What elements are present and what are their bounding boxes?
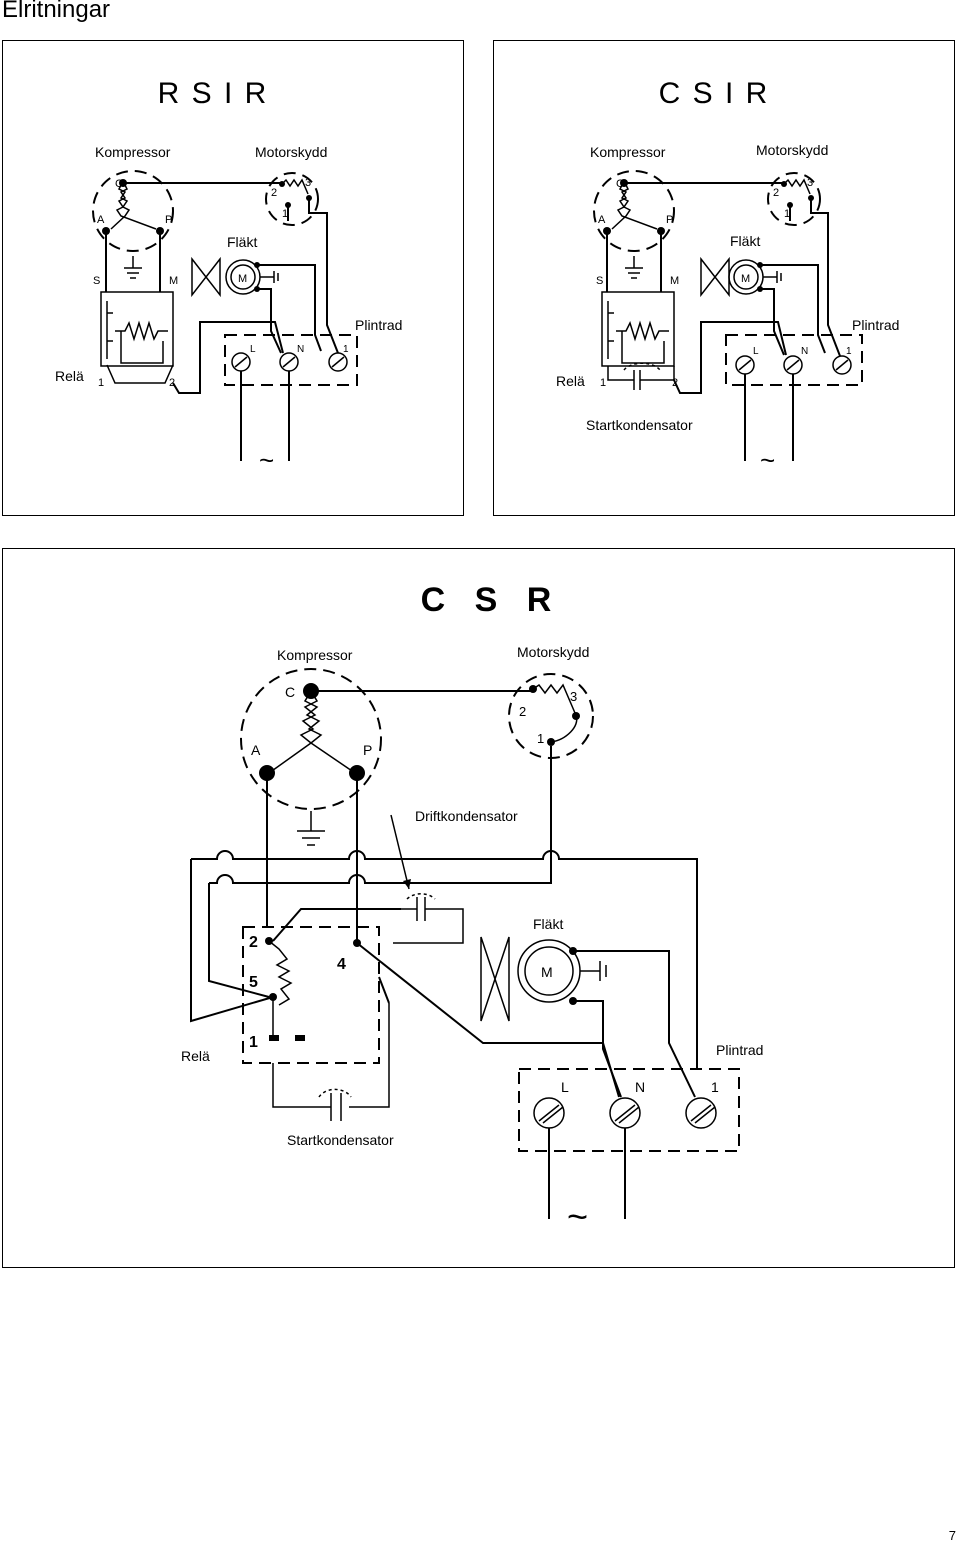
terminal-c: C [616, 178, 624, 190]
term-1: 1 [343, 344, 349, 355]
terminal-a: A [97, 214, 105, 226]
mp-2: 2 [773, 187, 779, 199]
relay-2: 2 [169, 377, 175, 389]
terminal-s: S [93, 275, 100, 287]
terminal-s: S [596, 275, 603, 287]
mp-1: 1 [282, 208, 288, 220]
term-n: N [801, 346, 808, 357]
term-n: N [635, 1079, 645, 1095]
relay-symbol: 1 2 [600, 291, 678, 389]
terminal-block-symbol: L N 1 [224, 334, 358, 386]
compressor-label: Kompressor [277, 647, 353, 663]
rsir-panel: R S I R Kompressor Motorskydd Fläkt Plin… [2, 40, 464, 516]
relay-label: Relä [556, 373, 585, 389]
terminal-c: C [115, 178, 123, 190]
csr-title: C S R [421, 581, 562, 619]
fan-label: Fläkt [730, 233, 760, 249]
mp-1: 1 [784, 208, 790, 220]
motor-protector-label: Motorskydd [517, 644, 589, 660]
relay-1: 1 [98, 377, 104, 389]
csir-title: C S I R [659, 77, 770, 110]
rsir-title: R S I R [158, 77, 269, 110]
compressor-symbol: C A P [92, 170, 174, 279]
terminal-c: C [285, 684, 295, 700]
fan-symbol: M [191, 256, 279, 298]
fan-motor-m: M [541, 964, 553, 980]
term-l: L [561, 1079, 569, 1095]
mp-2: 2 [271, 187, 277, 199]
run-capacitor-symbol [390, 814, 464, 944]
mp-1: 1 [537, 731, 544, 746]
terminal-m: M [169, 275, 178, 287]
relay-1: 1 [600, 377, 606, 389]
start-capacitor-label: Startkondensator [586, 417, 693, 433]
terminal-block-label: Plintrad [716, 1042, 763, 1058]
start-capacitor-symbol [272, 1003, 390, 1121]
terminal-m: M [670, 275, 679, 287]
term-n: N [297, 344, 304, 355]
start-capacitor-label: Startkondensator [287, 1132, 394, 1148]
motor-protector-label: Motorskydd [255, 144, 327, 160]
mp-2: 2 [519, 704, 526, 719]
fan-motor-m: M [238, 273, 247, 285]
term-l: L [250, 344, 256, 355]
run-capacitor-label: Driftkondensator [415, 808, 518, 824]
term-l: L [753, 346, 759, 357]
terminal-block-label: Plintrad [355, 317, 402, 333]
compressor-label: Kompressor [590, 144, 666, 160]
mp-3: 3 [305, 177, 311, 189]
terminal-block-symbol: L N 1 [518, 1068, 740, 1152]
fan-label: Fläkt [227, 234, 257, 250]
relay-1: 1 [249, 1034, 258, 1051]
terminal-block-symbol: L N 1 [725, 334, 863, 386]
fan-motor-m: M [741, 273, 750, 285]
csir-panel: C S I R Kompressor Motorskydd Fläkt Plin… [493, 40, 955, 516]
term-1: 1 [846, 346, 852, 357]
csr-diagram: C S R Kompressor Motorskydd Driftkondens… [181, 581, 763, 1237]
ac-symbol: ~ [760, 445, 775, 475]
fan-symbol: M [480, 936, 607, 1022]
terminal-p: P [363, 742, 372, 758]
terminal-a: A [251, 742, 261, 758]
terminal-a: A [598, 214, 606, 226]
relay-symbol: 1 2 [98, 291, 175, 389]
term-1: 1 [711, 1079, 719, 1095]
terminal-p: P [666, 214, 673, 226]
motor-protector-label: Motorskydd [756, 142, 828, 158]
relay-label: Relä [181, 1048, 210, 1064]
mp-3: 3 [570, 689, 577, 704]
terminal-p: P [165, 214, 172, 226]
mp-3: 3 [807, 177, 813, 189]
fan-label: Fläkt [533, 916, 563, 932]
relay-4: 4 [337, 956, 346, 973]
relay-2: 2 [249, 934, 258, 951]
ac-symbol: ~ [567, 1196, 588, 1237]
csr-panel: C S R Kompressor Motorskydd Driftkondens… [2, 548, 955, 1268]
motor-protector-symbol: 2 3 1 [265, 172, 319, 226]
motor-protector-symbol: 2 3 1 [767, 172, 821, 226]
ac-symbol: ~ [259, 445, 274, 475]
start-capacitor-symbol [607, 362, 675, 390]
rsir-diagram: R S I R Kompressor Motorskydd Fläkt Plin… [55, 77, 402, 475]
relay-5: 5 [249, 974, 258, 991]
compressor-label: Kompressor [95, 144, 171, 160]
page-title: Elritningar [2, 0, 111, 23]
compressor-symbol: C A P [240, 668, 382, 846]
page-number: 7 [948, 1528, 956, 1543]
relay-label: Relä [55, 368, 84, 384]
csir-diagram: C S I R Kompressor Motorskydd Fläkt Plin… [556, 77, 899, 475]
motor-protector-symbol: 2 3 1 [508, 673, 594, 759]
terminal-block-label: Plintrad [852, 317, 899, 333]
